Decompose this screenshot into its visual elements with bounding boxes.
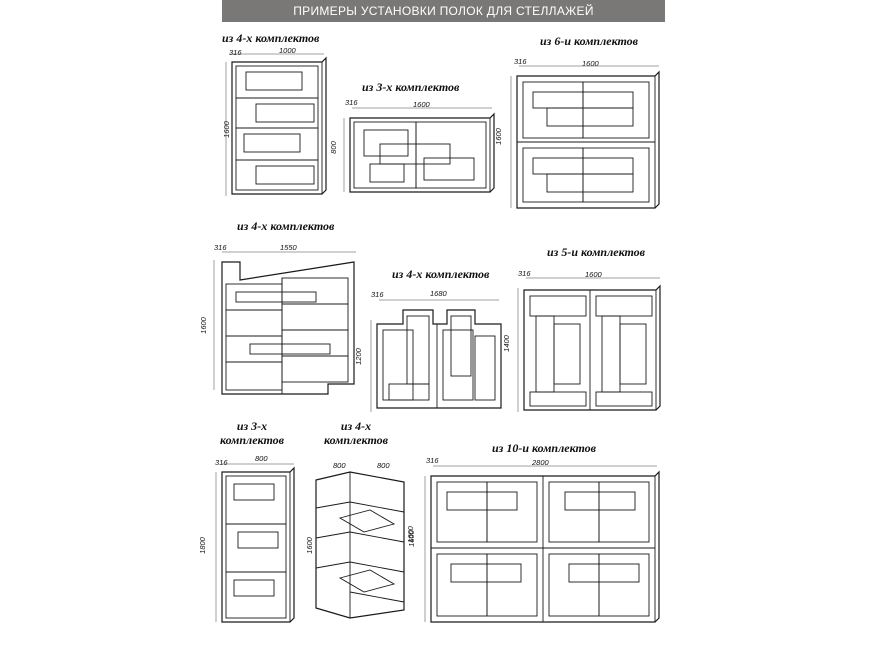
config-6-caption: из 5-и комплектов bbox=[547, 245, 646, 259]
config-5-shelving-drawing bbox=[370, 299, 502, 412]
config-8-caption-line1: из 4-х bbox=[340, 419, 372, 433]
config-7-width-label: 800 bbox=[255, 454, 268, 463]
config-6-width-label: 1600 bbox=[585, 270, 602, 279]
config-2-height-label: 800 bbox=[328, 141, 338, 154]
config-6-height-label: 1400 bbox=[501, 335, 511, 352]
config-7-caption-line2: комплектов bbox=[219, 433, 284, 447]
config-8-shelving-drawing bbox=[315, 471, 405, 619]
config-1-caption: из 4-х комплектов bbox=[222, 31, 320, 45]
config-7-height-label: 1800 bbox=[197, 537, 207, 554]
config-4-caption: из 4-х комплектов bbox=[237, 219, 335, 233]
config-5-width-label: 1680 bbox=[430, 289, 447, 298]
config-6-shelving-drawing bbox=[517, 277, 661, 412]
config-7-caption: из 3-х комплектов bbox=[216, 419, 288, 447]
config-7-caption-line1: из 3-х bbox=[236, 419, 268, 433]
page-title: ПРИМЕРЫ УСТАНОВКИ ПОЛОК ДЛЯ СТЕЛЛАЖЕЙ bbox=[293, 4, 594, 18]
config-9-shelving-drawing bbox=[424, 465, 660, 623]
config-2-width-label: 1600 bbox=[413, 100, 430, 109]
config-2-shelving-drawing bbox=[343, 107, 495, 193]
config-3-shelving-drawing bbox=[510, 65, 660, 209]
config-1-shelving-drawing bbox=[225, 53, 327, 196]
config-8-caption: из 4-х комплектов bbox=[316, 419, 396, 447]
config-9-caption: из 10-и комплектов bbox=[492, 441, 597, 455]
config-7-depth-label: 316 bbox=[215, 458, 228, 467]
config-5-height-label: 1200 bbox=[353, 348, 363, 365]
config-9-height-label: 1600 bbox=[406, 530, 416, 547]
config-3-height-label: 1600 bbox=[493, 128, 503, 145]
config-7-shelving-drawing bbox=[215, 463, 295, 623]
config-3-caption: из 6-и комплектов bbox=[540, 34, 639, 48]
config-8-caption-line2: комплектов bbox=[323, 433, 388, 447]
config-4-height-label: 1600 bbox=[198, 317, 208, 334]
config-6-depth-label: 316 bbox=[518, 269, 531, 278]
config-5-caption: из 4-х комплектов bbox=[392, 267, 490, 281]
config-1-depth-label: 316 bbox=[229, 48, 242, 57]
config-9-depth-label: 316 bbox=[426, 456, 439, 465]
config-4-depth-label: 316 bbox=[214, 243, 227, 252]
config-8-width-left-label: 800 bbox=[333, 461, 346, 470]
config-5-depth-label: 316 bbox=[371, 290, 384, 299]
config-2-caption: из 3-х комплектов bbox=[362, 80, 460, 94]
config-1-width-label: 1000 bbox=[279, 46, 296, 55]
config-3-width-label: 1600 bbox=[582, 59, 599, 68]
config-8-width-right-label: 800 bbox=[377, 461, 390, 470]
config-3-depth-label: 316 bbox=[514, 57, 527, 66]
config-2-depth-label: 316 bbox=[345, 98, 358, 107]
config-9-width-label: 2800 bbox=[532, 458, 549, 467]
config-4-shelving-drawing bbox=[213, 251, 356, 395]
page-title-banner: ПРИМЕРЫ УСТАНОВКИ ПОЛОК ДЛЯ СТЕЛЛАЖЕЙ bbox=[222, 0, 665, 22]
config-4-width-label: 1550 bbox=[280, 243, 297, 252]
